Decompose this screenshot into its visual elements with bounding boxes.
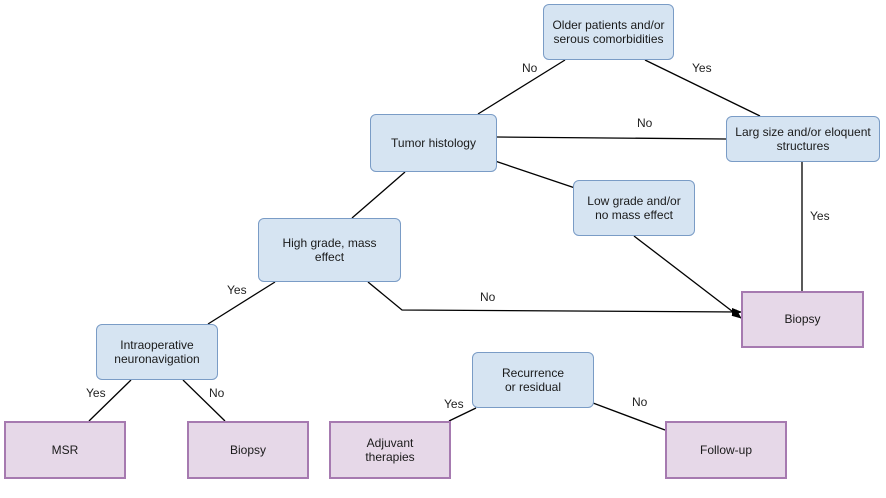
edge-label-recurrence-yes: Yes bbox=[444, 397, 464, 411]
large-size-node: Larg size and/or eloquent structures bbox=[726, 116, 880, 162]
edge-older-histology bbox=[477, 59, 566, 115]
edge-label-recurrence-no: No bbox=[632, 395, 648, 409]
edge-label-highgrade-no: No bbox=[480, 290, 496, 304]
edge-neuronav-msr bbox=[88, 379, 132, 422]
follow-up-node: Follow-up bbox=[665, 421, 787, 479]
edge-label-neuronav-yes: Yes bbox=[86, 386, 106, 400]
edge-lowgrade-biopsy bbox=[633, 235, 742, 319]
edge-label-older-yes: Yes bbox=[692, 61, 712, 75]
adjuvant-therapies-node: Adjuvant therapies bbox=[329, 421, 451, 479]
edge-recurrence-followup bbox=[592, 402, 666, 431]
low-grade-node: Low grade and/or no mass effect bbox=[573, 180, 695, 236]
older-patients-node: Older patients and/or serous comorbiditi… bbox=[543, 4, 674, 60]
msr-node: MSR bbox=[4, 421, 126, 479]
recurrence-node: Recurrence or residual bbox=[472, 352, 594, 408]
edge-histology-large bbox=[496, 136, 727, 140]
edge-label-highgrade-yes: Yes bbox=[227, 283, 247, 297]
edge-label-older-no: No bbox=[522, 61, 538, 75]
edge-neuronav-biopsy bbox=[182, 379, 226, 422]
biopsy-right-node: Biopsy bbox=[741, 291, 864, 348]
neuronavigation-node: Intraoperative neuronavigation bbox=[96, 324, 218, 380]
tumor-histology-node: Tumor histology bbox=[370, 114, 497, 172]
edge-older-large bbox=[644, 59, 761, 117]
edge-histology-lowgrade bbox=[491, 159, 576, 189]
edge-label-histology-large-no: No bbox=[637, 116, 653, 130]
edge-label-neuronav-no: No bbox=[209, 386, 225, 400]
high-grade-node: High grade, mass effect bbox=[258, 218, 401, 282]
edge-histology-highgrade bbox=[351, 171, 406, 219]
edge-highgrade-neuronav bbox=[207, 281, 276, 325]
edge-label-large-yes: Yes bbox=[810, 209, 830, 223]
biopsy-bottom-node: Biopsy bbox=[187, 421, 309, 479]
edge-highgrade-biopsy bbox=[367, 281, 742, 316]
edge-recurrence-adjuvant bbox=[448, 407, 477, 422]
